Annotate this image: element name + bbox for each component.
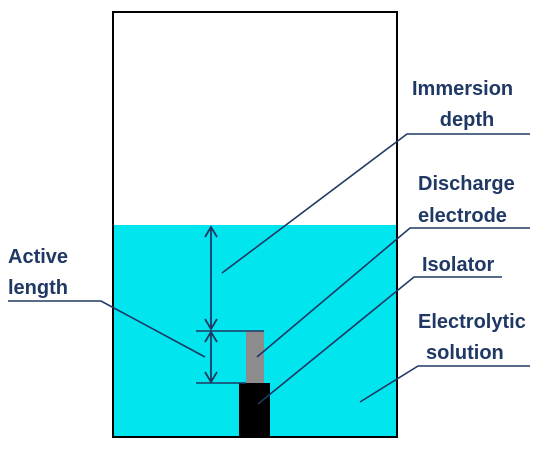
- immersion-depth-label-line1: Immersion: [412, 78, 513, 100]
- leader-lines: [8, 133, 530, 405]
- immersion-depth-label-line2: depth: [440, 109, 494, 131]
- electrolytic-solution-label-line1: Electrolytic: [418, 311, 526, 333]
- discharge-electrode-label-line2: electrode: [418, 205, 507, 227]
- dimension-lines: [196, 330, 264, 384]
- active-length-label-line2: length: [8, 277, 68, 299]
- discharge-electrode-leader: [256, 227, 530, 358]
- electrolytic-solution-leader: [359, 365, 530, 403]
- isolator-label: Isolator: [422, 254, 494, 276]
- active-length-arrow: [204, 330, 218, 384]
- immersion-depth-arrow: [204, 225, 218, 331]
- discharge-electrode-label-line1: Discharge: [418, 173, 515, 195]
- isolator-leader: [257, 276, 502, 405]
- electrolytic-solution-label-line2: solution: [426, 342, 504, 364]
- immersion-depth-leader: [221, 133, 530, 274]
- active-length-label-line1: Active: [8, 246, 68, 268]
- isolator: [239, 383, 270, 437]
- active-length-leader: [8, 300, 206, 358]
- labels: Immersion depth Discharge electrode Isol…: [8, 78, 526, 364]
- discharge-electrode: [246, 331, 264, 383]
